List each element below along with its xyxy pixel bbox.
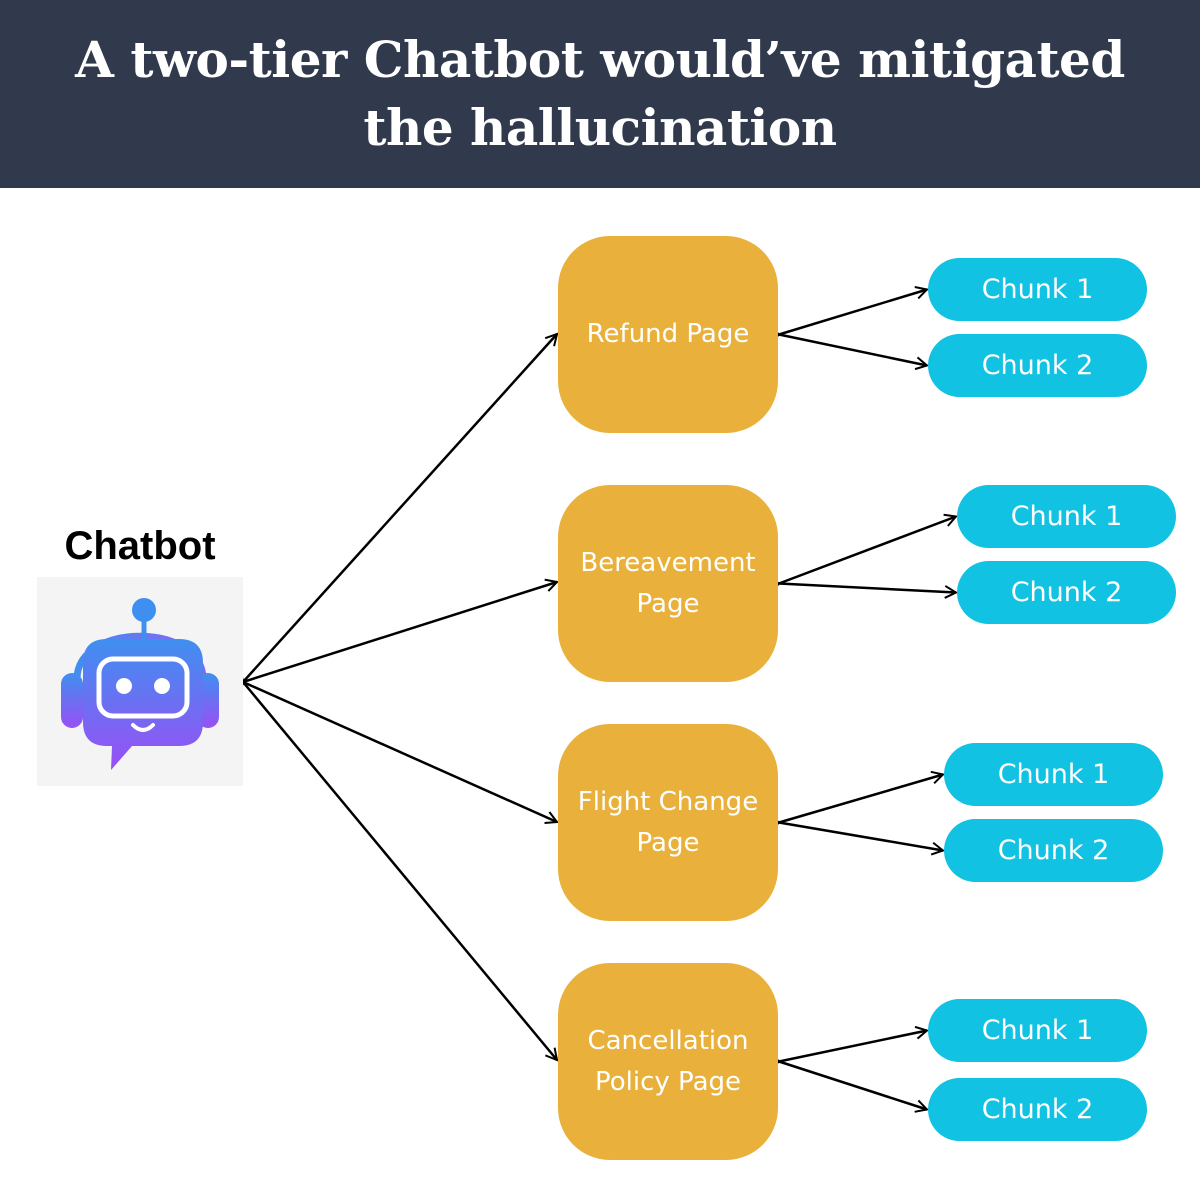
- chunk-node-cancellation-policy-page-2[interactable]: Chunk 2: [928, 1078, 1147, 1141]
- arrow-chatbot-to-cancellation-policy-page: [243, 682, 557, 1060]
- chunk-node-flight-change-page-1[interactable]: Chunk 1: [944, 743, 1163, 806]
- chatbot-label: Chatbot: [64, 524, 216, 568]
- title-banner: A two-tier Chatbot would’ve mitigated th…: [0, 0, 1200, 188]
- page-node-label: Flight Change Page: [577, 786, 759, 858]
- arrow-cancellation-policy-page-to-chunk-1: [779, 1031, 927, 1062]
- chunk-node-label: Chunk 1: [997, 759, 1110, 790]
- arrow-cancellation-policy-page-to-chunk-2: [779, 1062, 927, 1110]
- chunk-node-bereavement-page-1[interactable]: Chunk 1: [957, 485, 1176, 548]
- arrow-bereavement-page-to-chunk-1: [779, 517, 956, 584]
- chunk-node-label: Chunk 2: [1010, 577, 1123, 608]
- arrow-flight-change-page-to-chunk-2: [779, 823, 943, 851]
- page-node-label: Bereavement Page: [580, 547, 756, 619]
- arrow-chatbot-to-bereavement-page: [243, 582, 557, 682]
- page-node-flight-change-page[interactable]: Flight Change Page: [558, 724, 778, 921]
- arrow-flight-change-page-to-chunk-1: [779, 775, 943, 823]
- arrow-chatbot-to-flight-change-page: [243, 682, 557, 822]
- page-title: A two-tier Chatbot would’ve mitigated th…: [75, 30, 1125, 157]
- arrow-refund-page-to-chunk-1: [779, 290, 927, 335]
- page-node-label: Refund Page: [586, 319, 750, 349]
- chunk-node-refund-page-2[interactable]: Chunk 2: [928, 334, 1147, 397]
- page-node-refund-page[interactable]: Refund Page: [558, 236, 778, 433]
- chunk-node-label: Chunk 2: [981, 350, 1094, 381]
- chunk-node-cancellation-policy-page-1[interactable]: Chunk 1: [928, 999, 1147, 1062]
- chunk-node-label: Chunk 2: [997, 835, 1110, 866]
- arrow-chatbot-to-refund-page: [243, 334, 557, 682]
- chunk-node-label: Chunk 2: [981, 1094, 1094, 1125]
- arrow-refund-page-to-chunk-2: [779, 335, 927, 366]
- page-node-cancellation-policy-page[interactable]: Cancellation Policy Page: [558, 963, 778, 1160]
- robot-headset-icon: [61, 598, 219, 770]
- chunk-node-refund-page-1[interactable]: Chunk 1: [928, 258, 1147, 321]
- chunk-node-label: Chunk 1: [981, 1015, 1094, 1046]
- chatbot-icon-tile[interactable]: [37, 577, 243, 786]
- page-node-bereavement-page[interactable]: Bereavement Page: [558, 485, 778, 682]
- chunk-node-flight-change-page-2[interactable]: Chunk 2: [944, 819, 1163, 882]
- page-node-label: Cancellation Policy Page: [587, 1025, 749, 1097]
- arrow-bereavement-page-to-chunk-2: [779, 584, 956, 593]
- chunk-node-bereavement-page-2[interactable]: Chunk 2: [957, 561, 1176, 624]
- chunk-node-label: Chunk 1: [1010, 501, 1123, 532]
- chunk-node-label: Chunk 1: [981, 274, 1094, 305]
